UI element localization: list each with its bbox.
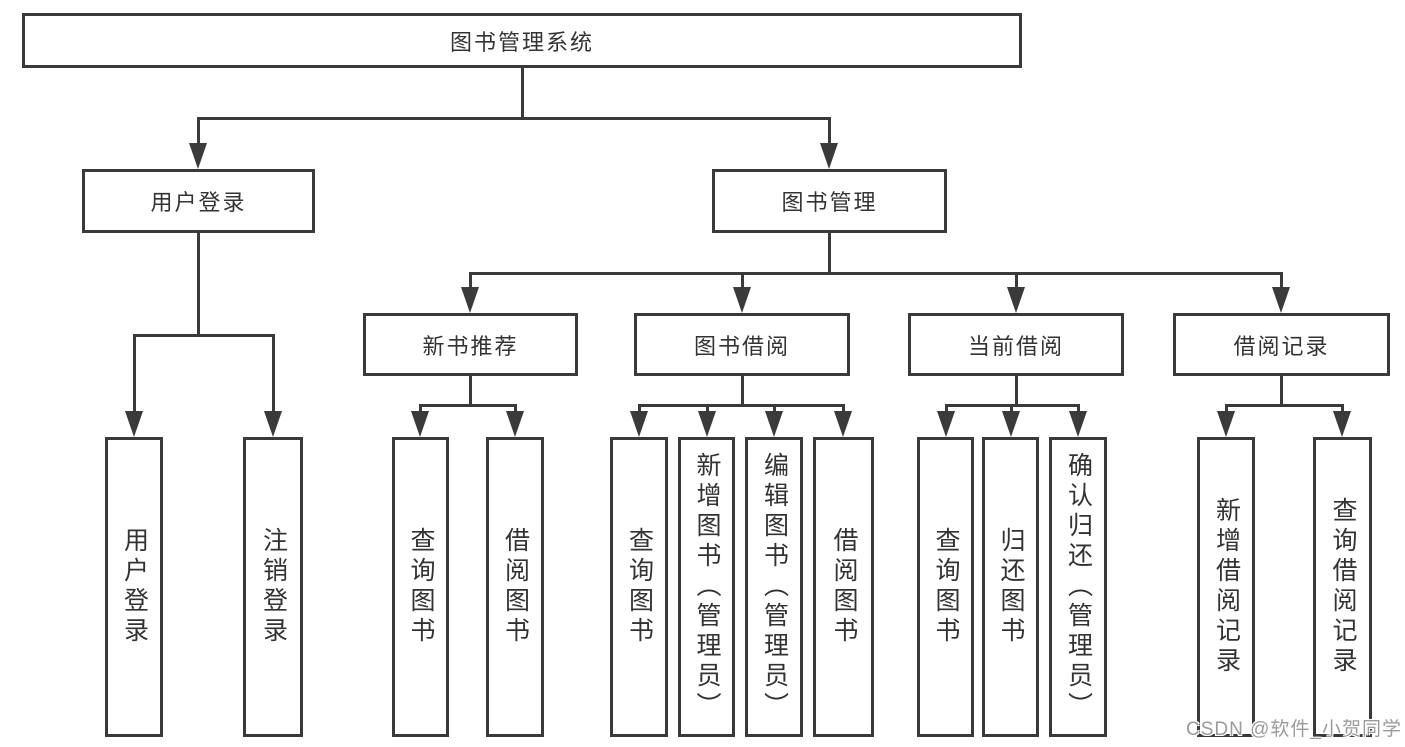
arrow-down-icon: [1272, 287, 1290, 313]
node-label-leaf-confirm-return-admin: 确认归还（管理员）: [1064, 452, 1093, 722]
node-leaf-query-borrow-record: 查询借阅记录: [1313, 437, 1372, 737]
arrow-down-icon: [1069, 411, 1087, 437]
arrow-down-icon: [1007, 287, 1025, 313]
node-label-leaf-query-books-2: 查询图书: [625, 527, 654, 647]
arrow-down-icon: [125, 411, 143, 437]
connector-drop-line: [841, 405, 845, 415]
node-label-borrowing-records: 借阅记录: [1233, 333, 1330, 359]
node-leaf-logout: 注销登录: [243, 437, 303, 737]
node-leaf-borrow-books-1: 借阅图书: [486, 437, 544, 737]
connector-drop-line: [196, 118, 200, 147]
node-leaf-add-book-admin: 新增图书（管理员）: [678, 437, 735, 737]
connector-drop-line: [513, 405, 517, 415]
node-label-leaf-query-borrow-record: 查询借阅记录: [1329, 497, 1357, 677]
connector-drop-line: [1224, 405, 1228, 415]
arrow-down-icon: [1217, 411, 1235, 437]
node-leaf-query-books-2: 查询图书: [610, 437, 668, 737]
node-borrowing-records: 借阅记录: [1173, 313, 1390, 376]
arrow-down-icon: [834, 411, 852, 437]
connector-stub-line: [520, 68, 524, 120]
node-leaf-user-login: 用户登录: [105, 437, 163, 737]
connector-rail-line: [418, 403, 517, 407]
node-current-borrowing: 当前借阅: [908, 313, 1124, 376]
node-user-login: 用户登录: [82, 169, 315, 233]
node-label-book-management: 图书管理: [781, 190, 878, 215]
node-label-leaf-add-borrow-record: 新增借阅记录: [1212, 497, 1241, 677]
connector-rail-line: [468, 271, 1283, 275]
connector-drop-line: [132, 335, 136, 415]
node-label-leaf-borrow-books-2: 借阅图书: [830, 527, 858, 647]
connector-drop-line: [418, 405, 422, 415]
arrow-down-icon: [264, 411, 282, 437]
arrow-down-icon: [411, 411, 429, 437]
node-root: 图书管理系统: [22, 13, 1022, 68]
node-label-leaf-borrow-books-1: 借阅图书: [501, 527, 530, 647]
connector-rail-line: [196, 116, 831, 120]
node-leaf-borrow-books-2: 借阅图书: [813, 437, 874, 737]
node-label-user-login: 用户登录: [150, 190, 247, 215]
connector-drop-line: [1014, 273, 1018, 291]
connector-drop-line: [1340, 405, 1344, 415]
node-leaf-return-book: 归还图书: [982, 437, 1039, 737]
connector-drop-line: [827, 118, 831, 147]
node-label-leaf-user-login: 用户登录: [120, 527, 149, 647]
node-label-new-book-recommend: 新书推荐: [422, 333, 519, 359]
arrow-down-icon: [1002, 411, 1020, 437]
node-label-leaf-edit-book-admin: 编辑图书（管理员）: [760, 452, 789, 722]
connector-stub-line: [740, 376, 744, 407]
connector-drop-line: [637, 405, 641, 415]
node-label-leaf-return-book: 归还图书: [997, 527, 1025, 647]
connector-stub-line: [1279, 376, 1283, 407]
connector-drop-line: [1076, 405, 1080, 415]
arrow-down-icon: [189, 143, 207, 169]
connector-rail-line: [1224, 403, 1344, 407]
node-label-current-borrowing: 当前借阅: [967, 333, 1064, 359]
connector-drop-line: [705, 405, 709, 415]
arrow-down-icon: [820, 143, 838, 169]
arrow-down-icon: [937, 411, 955, 437]
arrow-down-icon: [630, 411, 648, 437]
connector-drop-line: [271, 335, 275, 415]
node-leaf-query-books-1: 查询图书: [392, 437, 449, 737]
node-new-book-recommend: 新书推荐: [363, 313, 578, 376]
connector-stub-line: [468, 376, 472, 407]
connector-drop-line: [1009, 405, 1013, 415]
watermark: CSDN @软件_小贺同学: [1186, 719, 1402, 740]
node-leaf-add-borrow-record: 新增借阅记录: [1197, 437, 1255, 737]
connector-drop-line: [468, 273, 472, 291]
connector-stub-line: [1014, 376, 1018, 407]
arrow-down-icon: [1333, 411, 1351, 437]
connector-drop-line: [1279, 273, 1283, 291]
node-leaf-edit-book-admin: 编辑图书（管理员）: [745, 437, 803, 737]
arrow-down-icon: [506, 411, 524, 437]
node-leaf-query-books-3: 查询图书: [917, 437, 974, 737]
node-label-leaf-add-book-admin: 新增图书（管理员）: [693, 452, 721, 722]
connector-stub-line: [827, 233, 831, 275]
arrow-down-icon: [461, 287, 479, 313]
connector-stub-line: [196, 233, 200, 337]
node-label-root: 图书管理系统: [449, 29, 594, 55]
node-label-book-borrowing: 图书借阅: [693, 333, 790, 359]
connector-drop-line: [740, 273, 744, 291]
node-label-leaf-query-books-1: 查询图书: [407, 527, 435, 647]
node-label-leaf-logout: 注销登录: [259, 527, 288, 647]
connector-drop-line: [944, 405, 948, 415]
connector-rail-line: [637, 403, 845, 407]
connector-drop-line: [772, 405, 776, 415]
arrow-down-icon: [733, 287, 751, 313]
node-label-leaf-query-books-3: 查询图书: [932, 527, 960, 647]
arrow-down-icon: [765, 411, 783, 437]
node-leaf-confirm-return-admin: 确认归还（管理员）: [1049, 437, 1107, 737]
arrow-down-icon: [698, 411, 716, 437]
connector-rail-line: [132, 333, 275, 337]
node-book-borrowing: 图书借阅: [634, 313, 850, 376]
node-book-management: 图书管理: [712, 169, 947, 233]
